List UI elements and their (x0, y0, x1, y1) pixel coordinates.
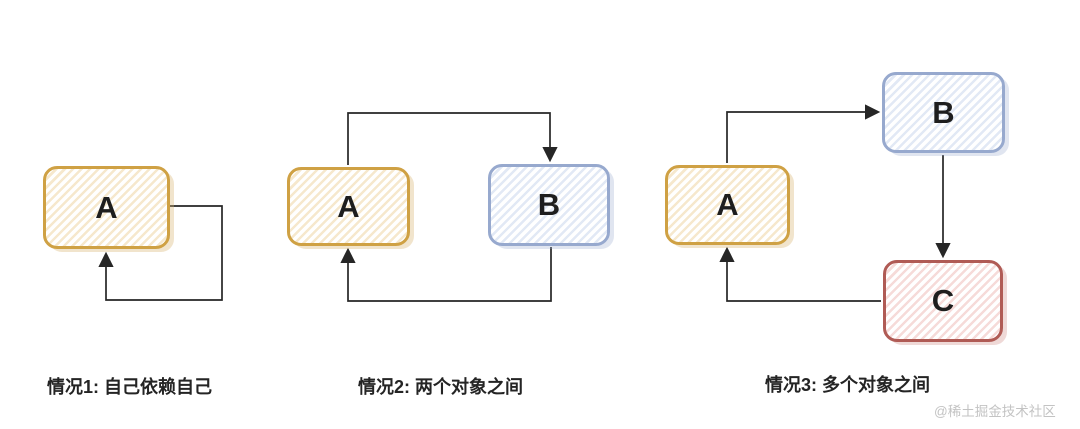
arrow-case3-a-to-b (726, 104, 881, 163)
node-case2-b: B (488, 164, 610, 246)
node-case3-b: B (882, 72, 1005, 153)
watermark: @稀土掘金技术社区 (934, 404, 1056, 419)
node-case3-c-label: C (931, 283, 955, 318)
node-case1-a: A (43, 166, 170, 249)
case3-caption: 情况3: 多个对象之间 (765, 375, 931, 395)
node-case3-b-label: B (932, 94, 955, 130)
arrow-case2-a-to-b (347, 112, 558, 165)
case2-caption: 情况2: 两个对象之间 (358, 377, 524, 397)
node-case2-a-label: A (337, 188, 360, 224)
node-case3-c: C (883, 260, 1003, 342)
node-case2-b-label: B (537, 187, 561, 222)
node-case3-a-label: A (716, 187, 739, 222)
arrow-case3-c-to-a (719, 246, 881, 302)
case1-caption: 情况1: 自己依赖自己 (47, 377, 213, 397)
arrow-case2-b-to-a (340, 247, 552, 302)
node-case1-a-label: A (95, 189, 118, 225)
node-case3-a: A (665, 165, 790, 245)
node-case2-a: A (287, 167, 410, 246)
